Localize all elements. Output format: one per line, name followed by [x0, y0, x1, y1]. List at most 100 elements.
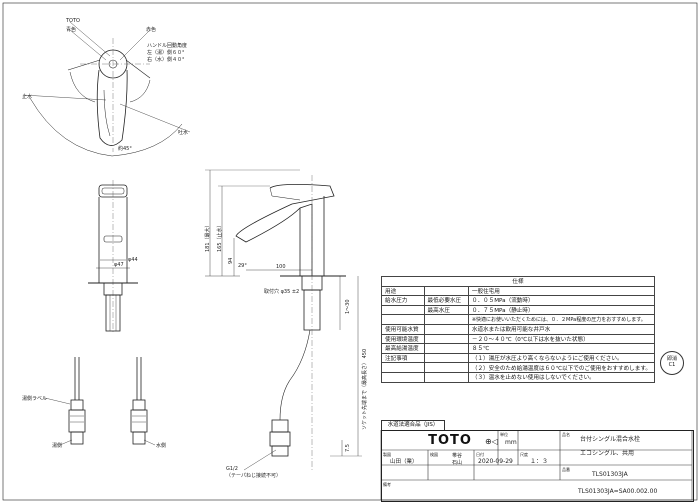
label-handle-angle: ハンドル回動角度 [147, 43, 188, 49]
spout-top-inner [103, 89, 111, 137]
checker-a: 帯谷 [452, 453, 463, 459]
side-view [205, 169, 362, 471]
spec-header-row: 仕様 [381, 276, 655, 287]
dim-7-5: 7.5 [345, 444, 351, 452]
drawing-number: TLS01303JA=SA00.002.00 [578, 488, 658, 495]
spec-cell-k1: 給水圧力 [381, 295, 425, 306]
spec-cell-k2 [423, 323, 469, 335]
cold-fitting-bottom [132, 431, 146, 445]
name-label: 品名 [562, 432, 570, 437]
label-brand: TOTO [66, 18, 80, 24]
handle-swing-right [129, 79, 151, 103]
spec-cell-k1: 最高給湯温度 [381, 343, 425, 354]
leader-water [119, 103, 191, 133]
label-red: 赤色 [146, 27, 157, 33]
spec-cell-k1: 使用環境温度 [381, 333, 425, 345]
leader-hot-label [44, 397, 71, 405]
dim-44: φ44 [128, 257, 138, 263]
checker-b: 石山 [452, 460, 463, 466]
leader-stop [22, 94, 107, 101]
unit-value: mm [505, 439, 517, 446]
hot-hose [74, 357, 80, 400]
leader-thread [243, 449, 277, 471]
side-fitting-nut [269, 431, 291, 447]
scale-label: 尺度 [520, 452, 528, 457]
label-hot: 湯側 [52, 443, 63, 449]
spec-cell-k2 [423, 285, 469, 297]
product-subtitle: エコシングル、共用 [580, 450, 635, 457]
side-body-outline [235, 184, 335, 277]
hot-fitting-bottom [70, 431, 84, 445]
hot-fitting-top [70, 399, 84, 411]
product-name: 台付シングル混合水栓 [580, 436, 641, 443]
dim-47: φ47 [114, 262, 124, 268]
spout-rotation-arc [29, 97, 183, 157]
label-blue: 青色 [66, 27, 77, 33]
dim-450: ソケット先端まで（最高長さ） 450 [362, 348, 368, 430]
hose-assembly [44, 357, 156, 446]
spec-cell-v: －２０～４０℃（0℃以下は水を抜いた状態） [467, 333, 656, 345]
dim-35: 取付穴 φ35 ±2 [264, 289, 300, 295]
spec-cell-v: （３）温水を止めない使用はしないでください。 [467, 371, 656, 383]
spec-row: （３）温水を止めない使用はしないでください。 [381, 371, 656, 383]
spec-cell-k1 [381, 314, 425, 325]
scale-value: １：３ [530, 458, 549, 465]
dim-94: 94 [228, 257, 234, 264]
label-hot-angle: 右（水）側４０° [147, 57, 185, 63]
hot-fitting-nut [68, 409, 86, 433]
spec-cell-k1 [381, 304, 425, 316]
spec-cell-v: 水道水または飲用可能な井戸水 [467, 323, 656, 335]
spec-row: ※快適にお使いいただくためには、０．２MPa程度の圧力をおすすめします。 [381, 314, 656, 325]
revision-badge: 即消 C1 [660, 351, 684, 375]
spec-cell-k2 [423, 352, 469, 364]
spec-row: 使用環境温度 －２０～４０℃（0℃以下は水を抜いた状態） [381, 333, 656, 345]
spec-cell-k2: 最高水圧 [423, 304, 469, 316]
spec-row: 使用可能水質 水道水または飲用可能な井戸水 [381, 323, 656, 335]
remarks-label: 備考 [383, 482, 391, 487]
spec-cell-k2 [423, 343, 469, 354]
side-fitting-top [271, 419, 289, 433]
spout-top-outline [96, 69, 128, 146]
spec-cell-k1: 使用可能水質 [381, 323, 425, 335]
dim-165: 165（止水） [217, 222, 223, 252]
dim-29: 29° [238, 263, 247, 269]
top-view [22, 21, 191, 157]
spec-cell-k1 [381, 362, 425, 373]
side-hose [279, 329, 311, 421]
leader-blue [69, 29, 107, 61]
label-cold-angle: 左（湯）側６０° [147, 50, 185, 56]
spec-row: 注記事項 （１）湯圧が水圧より高くならないようにご使用ください。 [381, 352, 656, 364]
drawn-by: 山田（業） [390, 459, 418, 465]
code-label: 品番 [562, 467, 570, 472]
spec-cell-k1: 注記事項 [381, 352, 425, 364]
check-label: 検図 [430, 452, 438, 457]
plug-symbol: ⊕◁ [485, 437, 498, 446]
label-rotate: 約45° [118, 146, 132, 152]
spec-cell-k1 [381, 371, 425, 383]
badge-line2: C1 [668, 362, 676, 368]
spec-cell-v: ０．０５MPa（流動時） [467, 295, 656, 306]
leader-red [119, 29, 151, 61]
spec-cell-v: （１）湯圧が水圧より高くならないようにご使用ください。 [467, 352, 656, 364]
cold-fitting-nut [130, 409, 148, 433]
side-handle-line [269, 187, 301, 201]
spec-row: 用途一般住宅用 [381, 285, 656, 297]
label-cold: 水側 [156, 443, 167, 449]
handle-swing-limits [67, 59, 151, 79]
dim-100: 100 [276, 264, 286, 270]
front-shank [105, 294, 121, 332]
dim-181: 181（最大） [205, 222, 211, 252]
spec-cell-k2 [423, 362, 469, 373]
leader-hot [59, 439, 73, 446]
label-hot-label: 湯側ラベル [22, 396, 48, 402]
spec-cell-k2: 最低必要水圧 [423, 295, 469, 306]
label-water: 吐水 [178, 130, 189, 136]
spec-cell-k2 [423, 371, 469, 383]
thread-note: （テーパねじ接続不可） [226, 473, 281, 479]
spec-cell-v: ※快適にお使いいただくためには、０．２MPa程度の圧力をおすすめします。 [467, 314, 656, 325]
